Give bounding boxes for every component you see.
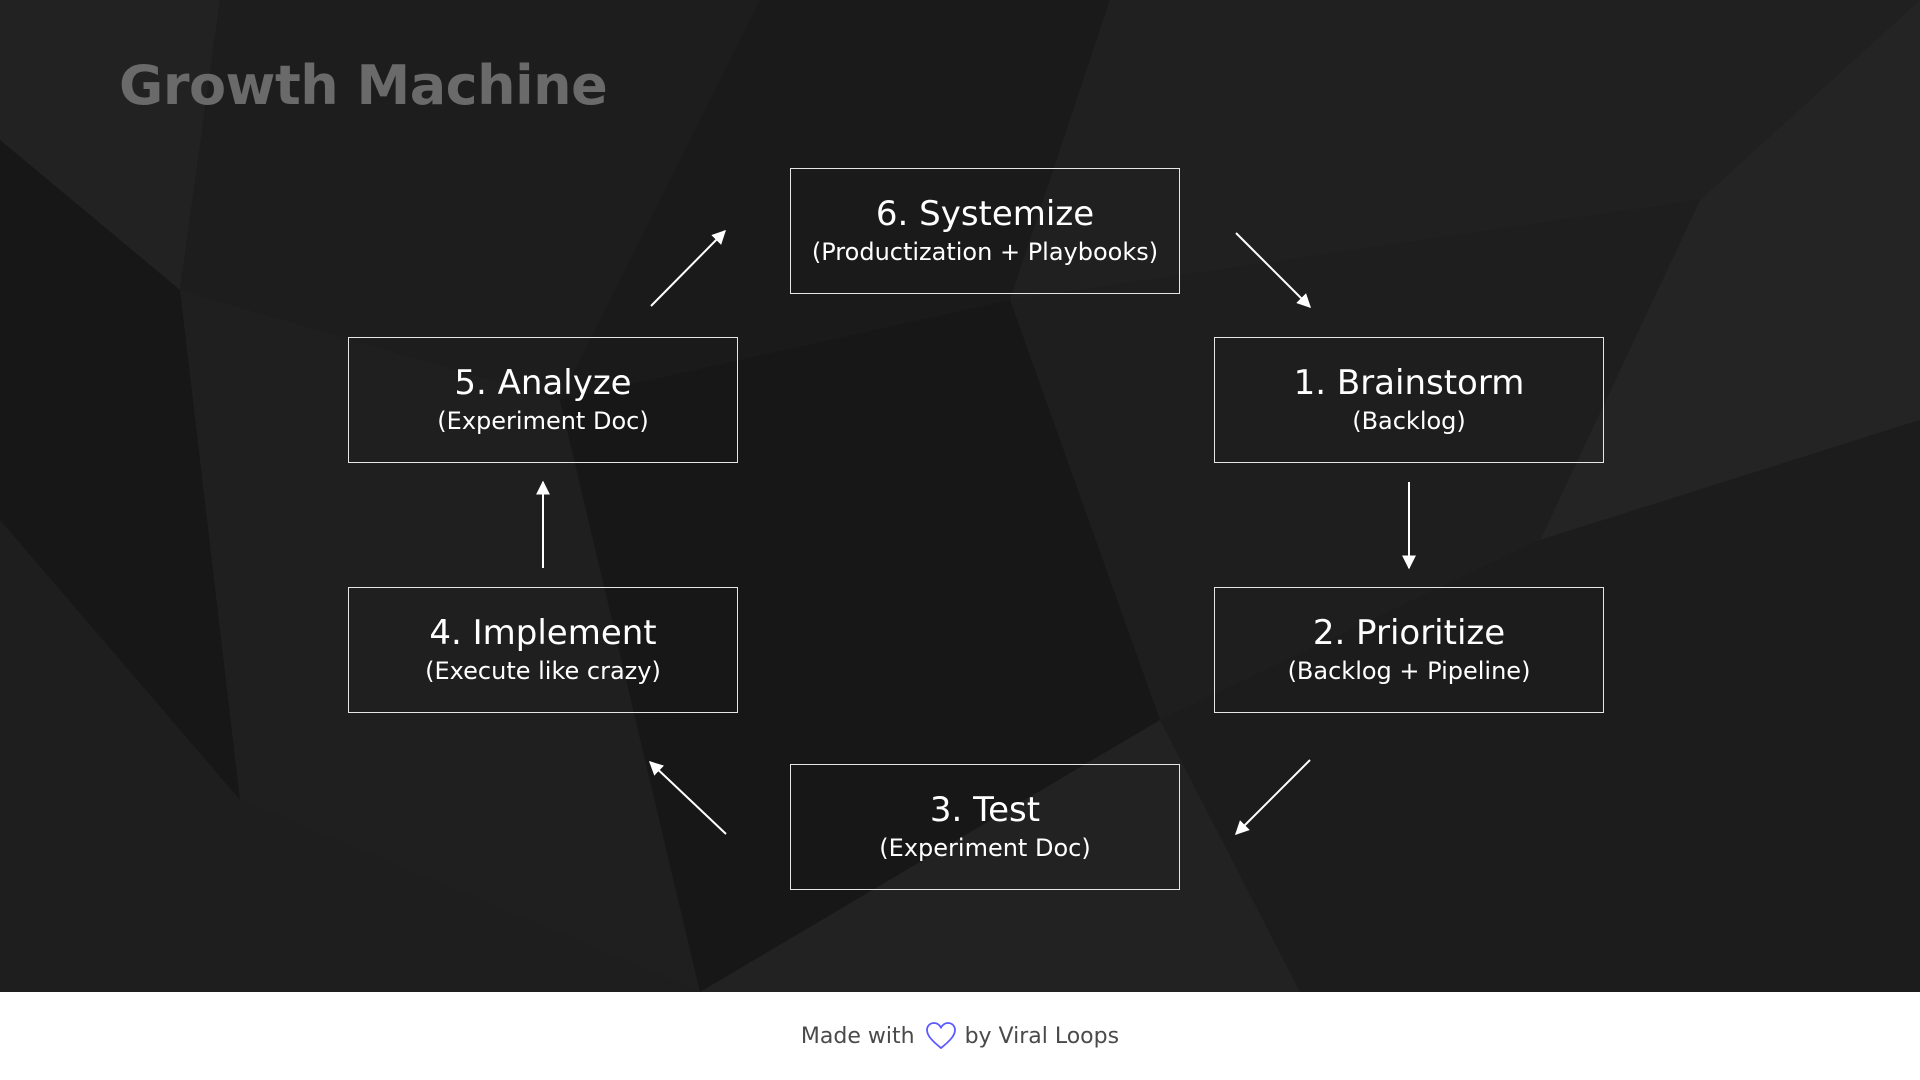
step-label: 2. Prioritize [1312,613,1506,653]
background-polygons [0,0,1920,992]
step-subtitle: (Backlog) [1352,407,1466,435]
step-systemize: 6. Systemize (Productization + Playbooks… [790,168,1180,294]
step-brainstorm: 1. Brainstorm (Backlog) [1214,337,1604,463]
step-subtitle: (Backlog + Pipeline) [1287,657,1531,685]
step-label: 3. Test [929,790,1041,830]
step-subtitle: (Experiment Doc) [879,834,1091,862]
step-label: 6. Systemize [875,194,1095,234]
step-analyze: 5. Analyze (Experiment Doc) [348,337,738,463]
step-label: 4. Implement [429,613,657,653]
step-label: 5. Analyze [454,363,632,403]
step-implement: 4. Implement (Execute like crazy) [348,587,738,713]
step-label: 1. Brainstorm [1293,363,1525,403]
step-prioritize: 2. Prioritize (Backlog + Pipeline) [1214,587,1604,713]
step-subtitle: (Experiment Doc) [437,407,649,435]
step-subtitle: (Productization + Playbooks) [811,238,1159,266]
footer-made-with: Made with [800,1023,915,1049]
step-subtitle: (Execute like crazy) [425,657,661,685]
slide-title: Growth Machine [119,54,608,117]
footer: Made with by Viral Loops [0,992,1920,1080]
slide: Growth Machine 6. Systemize (Productizat… [0,0,1920,992]
footer-by-viral-loops[interactable]: by Viral Loops [964,1023,1120,1049]
heart-outline-icon [925,1022,956,1050]
step-test: 3. Test (Experiment Doc) [790,764,1180,890]
